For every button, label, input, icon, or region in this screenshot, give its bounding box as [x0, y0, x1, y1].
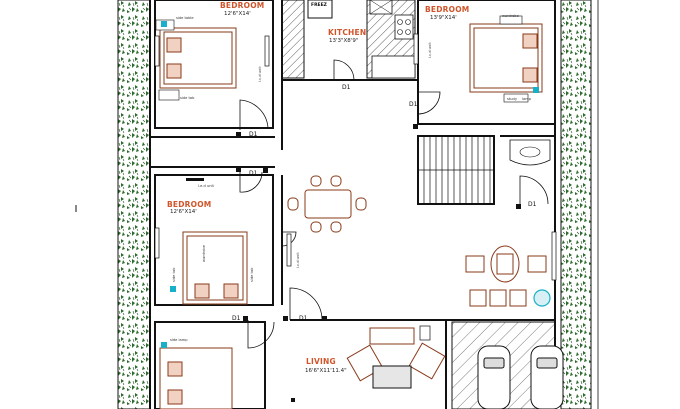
bed-top-right	[469, 15, 543, 103]
room-size-bedroom-top-right: 13'9"X14'	[430, 15, 457, 21]
fridge	[307, 0, 333, 19]
room-label-kitchen: KITCHEN	[328, 28, 367, 37]
lamp-icon	[161, 342, 167, 348]
garden-left	[117, 0, 151, 409]
cars	[477, 345, 564, 409]
fridge-label: FREEZ	[311, 3, 327, 8]
bed-top-left	[155, 19, 237, 101]
lamp-label: lamp	[522, 97, 531, 101]
room-size-living: 16'6"X11'11.4"	[305, 368, 347, 374]
lcd-unit-label: l.c.d unit	[258, 66, 262, 82]
lcd-unit-label: l.c.d unit	[428, 42, 432, 58]
door-label: D1	[249, 170, 258, 177]
plant-pot	[533, 289, 551, 307]
room-size-kitchen: 13'3"X8'9"	[329, 38, 359, 44]
kitchen-counter-left	[281, 0, 305, 79]
tv-unit	[551, 231, 557, 281]
garden-right	[560, 0, 592, 409]
living-furniture	[346, 245, 547, 389]
room-label-bedroom-top-left: BEDROOM	[220, 1, 265, 10]
tv-unit	[154, 227, 160, 259]
tv-unit	[154, 35, 160, 67]
side-table-label: side table	[176, 16, 194, 20]
bed-bottom-left	[159, 347, 233, 409]
lamp-icon	[533, 87, 539, 93]
tv-unit	[186, 178, 204, 181]
lamp-icon	[161, 21, 167, 27]
room-label-living: LIVING	[306, 357, 336, 366]
dining-table	[287, 175, 367, 233]
door-label: D1	[232, 315, 241, 322]
tv-unit	[264, 35, 270, 67]
side-table-label: side tab	[250, 267, 254, 282]
bed-mid-left	[182, 231, 248, 305]
door-label: D1	[299, 315, 308, 322]
tv-unit	[413, 33, 419, 65]
columns	[236, 124, 521, 402]
room-label-bedroom-mid-left: BEDROOM	[167, 200, 212, 209]
stove	[394, 14, 414, 40]
room-size-bedroom-mid-left: 12'6"X14'	[170, 209, 197, 215]
side-table-label: side tab	[172, 267, 176, 282]
study-label: study	[507, 97, 517, 101]
door-label: D1	[409, 101, 418, 108]
side-lamp-label: side lamp	[170, 338, 188, 342]
side-cabinet	[419, 325, 431, 341]
door-swings	[239, 59, 549, 349]
tv-unit	[286, 233, 292, 267]
door-label: D1	[342, 84, 351, 91]
wardrobe-label: wardrobe	[502, 14, 519, 18]
lamp-icon	[170, 286, 176, 292]
door-label: D1	[249, 131, 258, 138]
wash-basin	[509, 139, 551, 166]
wardrobe-label: wardrobe	[202, 245, 206, 262]
room-size-bedroom-top-left: 12'6"X14'	[224, 11, 251, 17]
led-unit-label: l.e.d unit	[198, 184, 214, 188]
lcd-unit-label: l.c.d unit	[296, 252, 300, 268]
side-table-label: side tab	[180, 96, 195, 100]
room-label-bedroom-top-right: BEDROOM	[425, 5, 470, 14]
door-label: D1	[528, 201, 537, 208]
staircase	[418, 136, 494, 204]
